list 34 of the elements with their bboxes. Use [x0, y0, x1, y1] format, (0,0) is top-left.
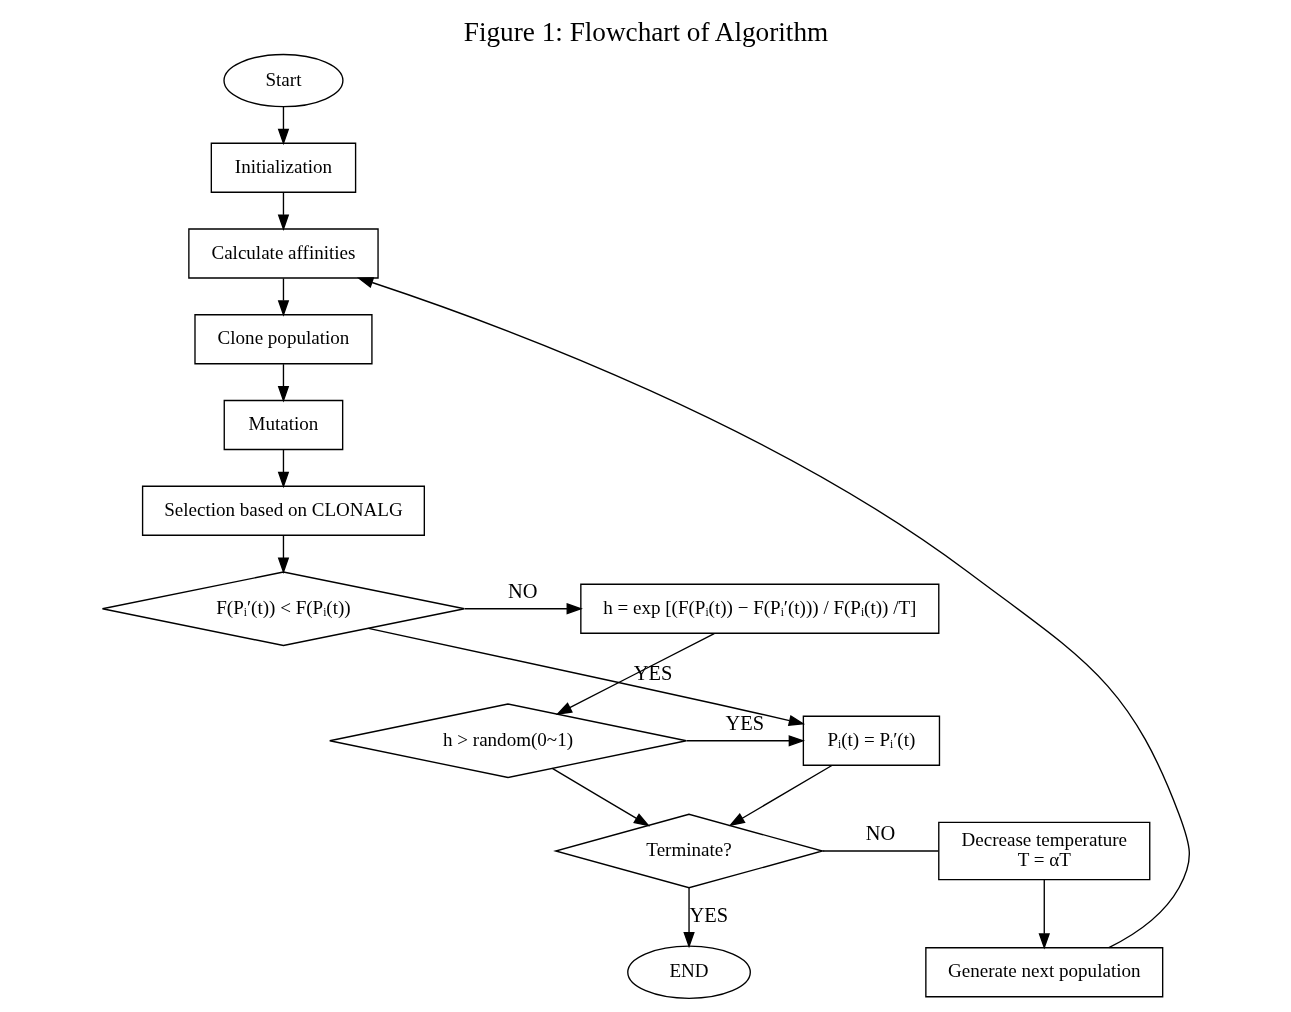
arrow	[367, 627, 805, 727]
node-box: Initialization	[210, 142, 356, 193]
arrow	[277, 535, 289, 574]
node-box: h = exp [(F(Pᵢ(t)) − F(Pᵢ′(t))) / F(Pᵢ(t)) /T]	[579, 583, 939, 634]
node-box: Decrease temperature T = αT	[937, 821, 1150, 881]
arrow	[356, 277, 1190, 949]
arrow	[463, 603, 583, 615]
arrow	[728, 764, 832, 827]
arrow	[277, 192, 289, 231]
edge-label: NO	[507, 579, 537, 602]
arrow	[277, 363, 289, 403]
connector	[821, 850, 939, 852]
node-box: Calculate affinities	[187, 228, 379, 279]
node-box: Clone population	[193, 314, 373, 365]
arrow	[555, 632, 715, 715]
arrow	[277, 449, 289, 489]
arrow	[277, 277, 289, 317]
arrow	[277, 106, 289, 146]
node-box: Selection based on CLONALG	[141, 485, 425, 536]
diagram-title: Figure 1: Flowchart of Algorithm	[463, 16, 828, 47]
node-box: Generate next population	[924, 947, 1163, 998]
edge-label: YES	[633, 661, 672, 684]
node-box: Pᵢ(t) = Pᵢ′(t)	[802, 715, 940, 766]
arrow	[682, 887, 695, 949]
arrow	[685, 735, 805, 747]
edge-label: NO	[865, 822, 895, 845]
node-diamond: F(Pᵢ′(t)) < F(Pᵢ(t))	[101, 571, 465, 647]
arrow	[551, 767, 650, 827]
node-ellipse: END	[626, 945, 751, 1000]
node-ellipse: Start	[222, 53, 344, 108]
edge-label: YES	[689, 903, 728, 926]
edge-label: YES	[725, 711, 764, 734]
arrow	[1038, 879, 1050, 950]
node-box: Mutation	[223, 399, 343, 451]
